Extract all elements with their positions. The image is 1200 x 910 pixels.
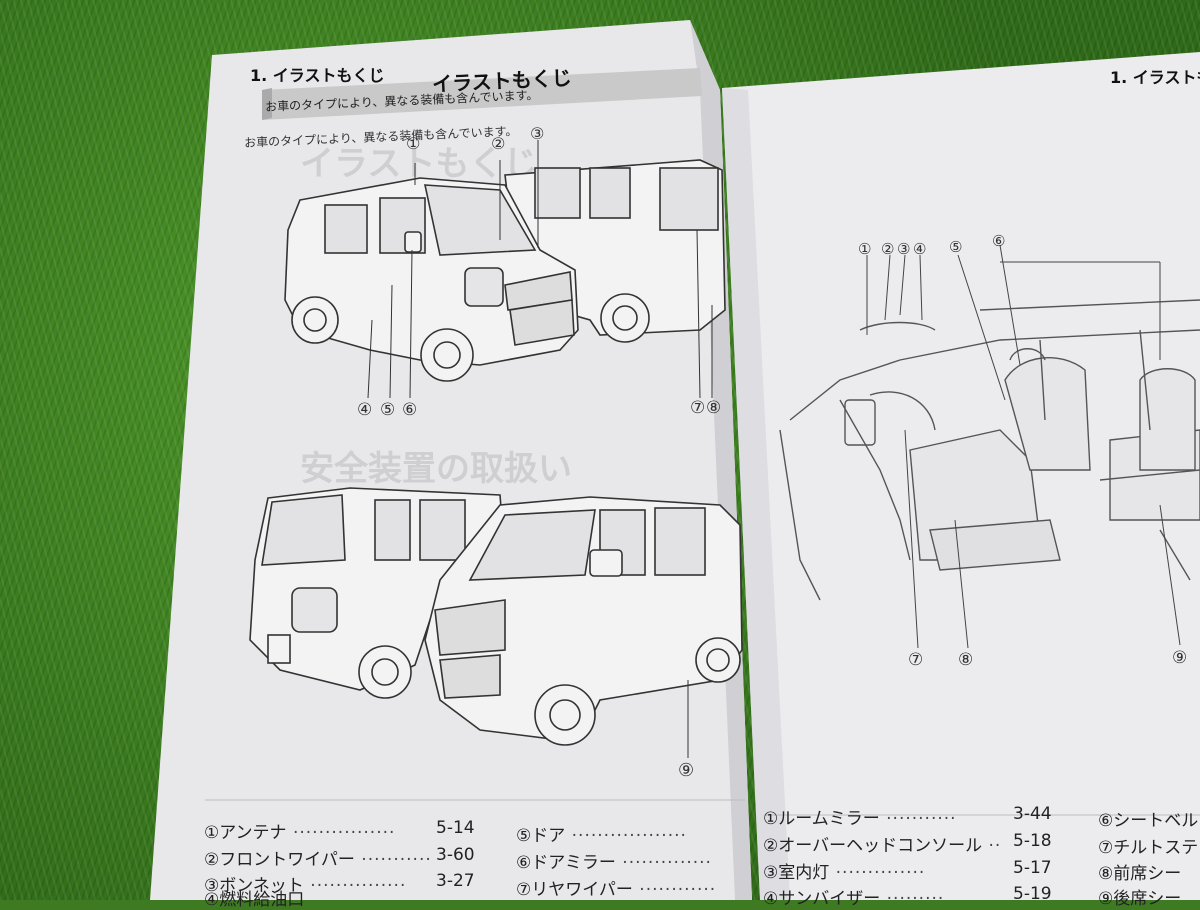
left-item-2: ②フロントワイパー ··········· 3-60 bbox=[204, 845, 475, 870]
left-item-col2-3: ⑦リヤワイパー ············ bbox=[516, 880, 717, 900]
left-callout-7: ⑦ bbox=[690, 398, 706, 418]
right-callout-6: ⑥ bbox=[992, 232, 1006, 250]
right-callout-3: ③ bbox=[897, 240, 911, 258]
left-item-4: ④燃料給油口 bbox=[204, 890, 305, 910]
left-item-col2-2: ⑥ドアミラー ·············· bbox=[516, 853, 712, 873]
svg-text:安全装置の取扱い: 安全装置の取扱い bbox=[300, 449, 572, 489]
right-callout-9: ⑨ bbox=[1172, 648, 1188, 668]
right-item-3: ③室内灯 ·············· 5-17 bbox=[763, 858, 1052, 883]
right-section-header: 1. イラストも bbox=[1110, 68, 1200, 87]
right-callout-1: ① bbox=[858, 240, 872, 258]
left-callout-4: ④ bbox=[357, 400, 373, 420]
left-section-header: 1. イラストもくじ bbox=[250, 66, 385, 85]
svg-text:イラストもくじ: イラストもくじ bbox=[300, 144, 537, 184]
right-callout-5: ⑤ bbox=[949, 238, 963, 256]
right-item-col2-2: ⑦チルトステ bbox=[1098, 838, 1199, 858]
right-item-col2-3: ⑧前席シー bbox=[1098, 864, 1182, 884]
left-callout-5: ⑤ bbox=[380, 400, 396, 420]
right-item-1: ①ルームミラー ··········· 3-44 bbox=[763, 804, 1052, 829]
left-callout-8: ⑧ bbox=[706, 398, 722, 418]
left-callout-6: ⑥ bbox=[402, 400, 418, 420]
left-callout-3: ③ bbox=[530, 124, 545, 143]
left-item-3: ③ボンネット ··············· 3-27 bbox=[204, 871, 475, 896]
left-callout-9: ⑨ bbox=[678, 760, 695, 781]
right-callout-7: ⑦ bbox=[908, 650, 924, 670]
right-item-2: ②オーバーヘッドコンソール ·· 5-18 bbox=[763, 831, 1052, 856]
left-item-1: ①アンテナ ················ 5-14 bbox=[204, 818, 475, 843]
right-callout-8: ⑧ bbox=[958, 650, 974, 670]
left-callout-1: ① bbox=[406, 134, 421, 153]
left-item-col2-1: ⑤ドア ·················· bbox=[516, 826, 687, 846]
right-item-col2-1: ⑥シートベル bbox=[1098, 811, 1199, 831]
right-callout-4: ④ bbox=[913, 240, 927, 258]
left-callout-2: ② bbox=[491, 134, 506, 153]
right-callout-2: ② bbox=[881, 240, 895, 258]
